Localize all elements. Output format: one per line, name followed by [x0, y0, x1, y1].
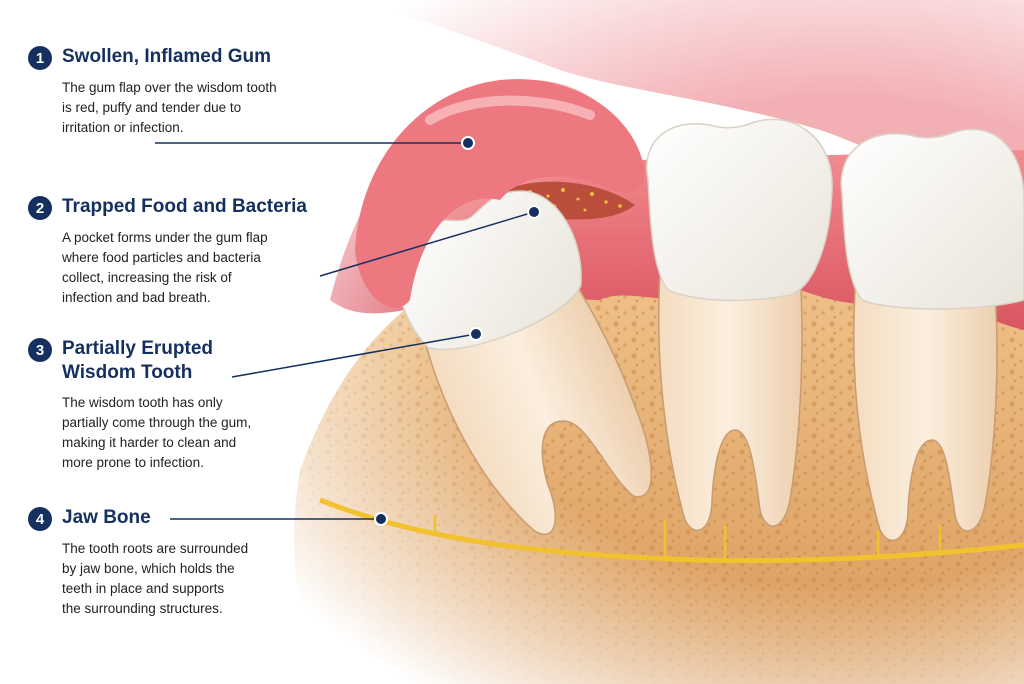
- callout-description: A pocket forms under the gum flap where …: [62, 230, 268, 305]
- leader-dot-1: [461, 136, 475, 150]
- leader-line-2: [319, 211, 535, 277]
- callout-title: Partially Erupted Wisdom Tooth: [62, 338, 213, 383]
- food-particles: [528, 188, 622, 212]
- callout-number-badge: 2: [28, 196, 52, 220]
- nerve-branches: [433, 515, 942, 559]
- callout-2: 2 Trapped Food and Bacteria A pocket for…: [28, 195, 318, 308]
- gum-flap: [355, 79, 645, 308]
- callout-number-badge: 3: [28, 338, 52, 362]
- callout-number-badge: 4: [28, 507, 52, 531]
- leader-dot-4: [374, 512, 388, 526]
- callout-description: The tooth roots are surrounded by jaw bo…: [62, 541, 249, 616]
- callout-title: Jaw Bone: [62, 507, 151, 528]
- leader-dot-2: [527, 205, 541, 219]
- upper-gum: [360, 0, 1024, 210]
- callout-description: The wisdom tooth has only partially come…: [62, 395, 252, 470]
- molar-1: [645, 118, 833, 532]
- leader-lines: [155, 142, 535, 520]
- molar-2: [840, 128, 1024, 542]
- wisdom-tooth: [396, 190, 653, 536]
- callout-1: 1 Swollen, Inflamed Gum The gum flap ove…: [28, 45, 318, 138]
- callout-description: The gum flap over the wisdom tooth is re…: [62, 80, 277, 135]
- callout-4: 4 Jaw Bone The tooth roots are surrounde…: [28, 506, 318, 619]
- callout-title: Swollen, Inflamed Gum: [62, 46, 272, 67]
- leader-dots: [374, 136, 541, 526]
- callout-title: Trapped Food and Bacteria: [62, 196, 307, 217]
- leader-dot-3: [469, 327, 483, 341]
- callout-number-badge: 1: [28, 46, 52, 70]
- leader-line-3: [231, 333, 477, 378]
- callout-3: 3 Partially Erupted Wisdom Tooth The wis…: [28, 337, 318, 473]
- nerve: [319, 497, 1024, 564]
